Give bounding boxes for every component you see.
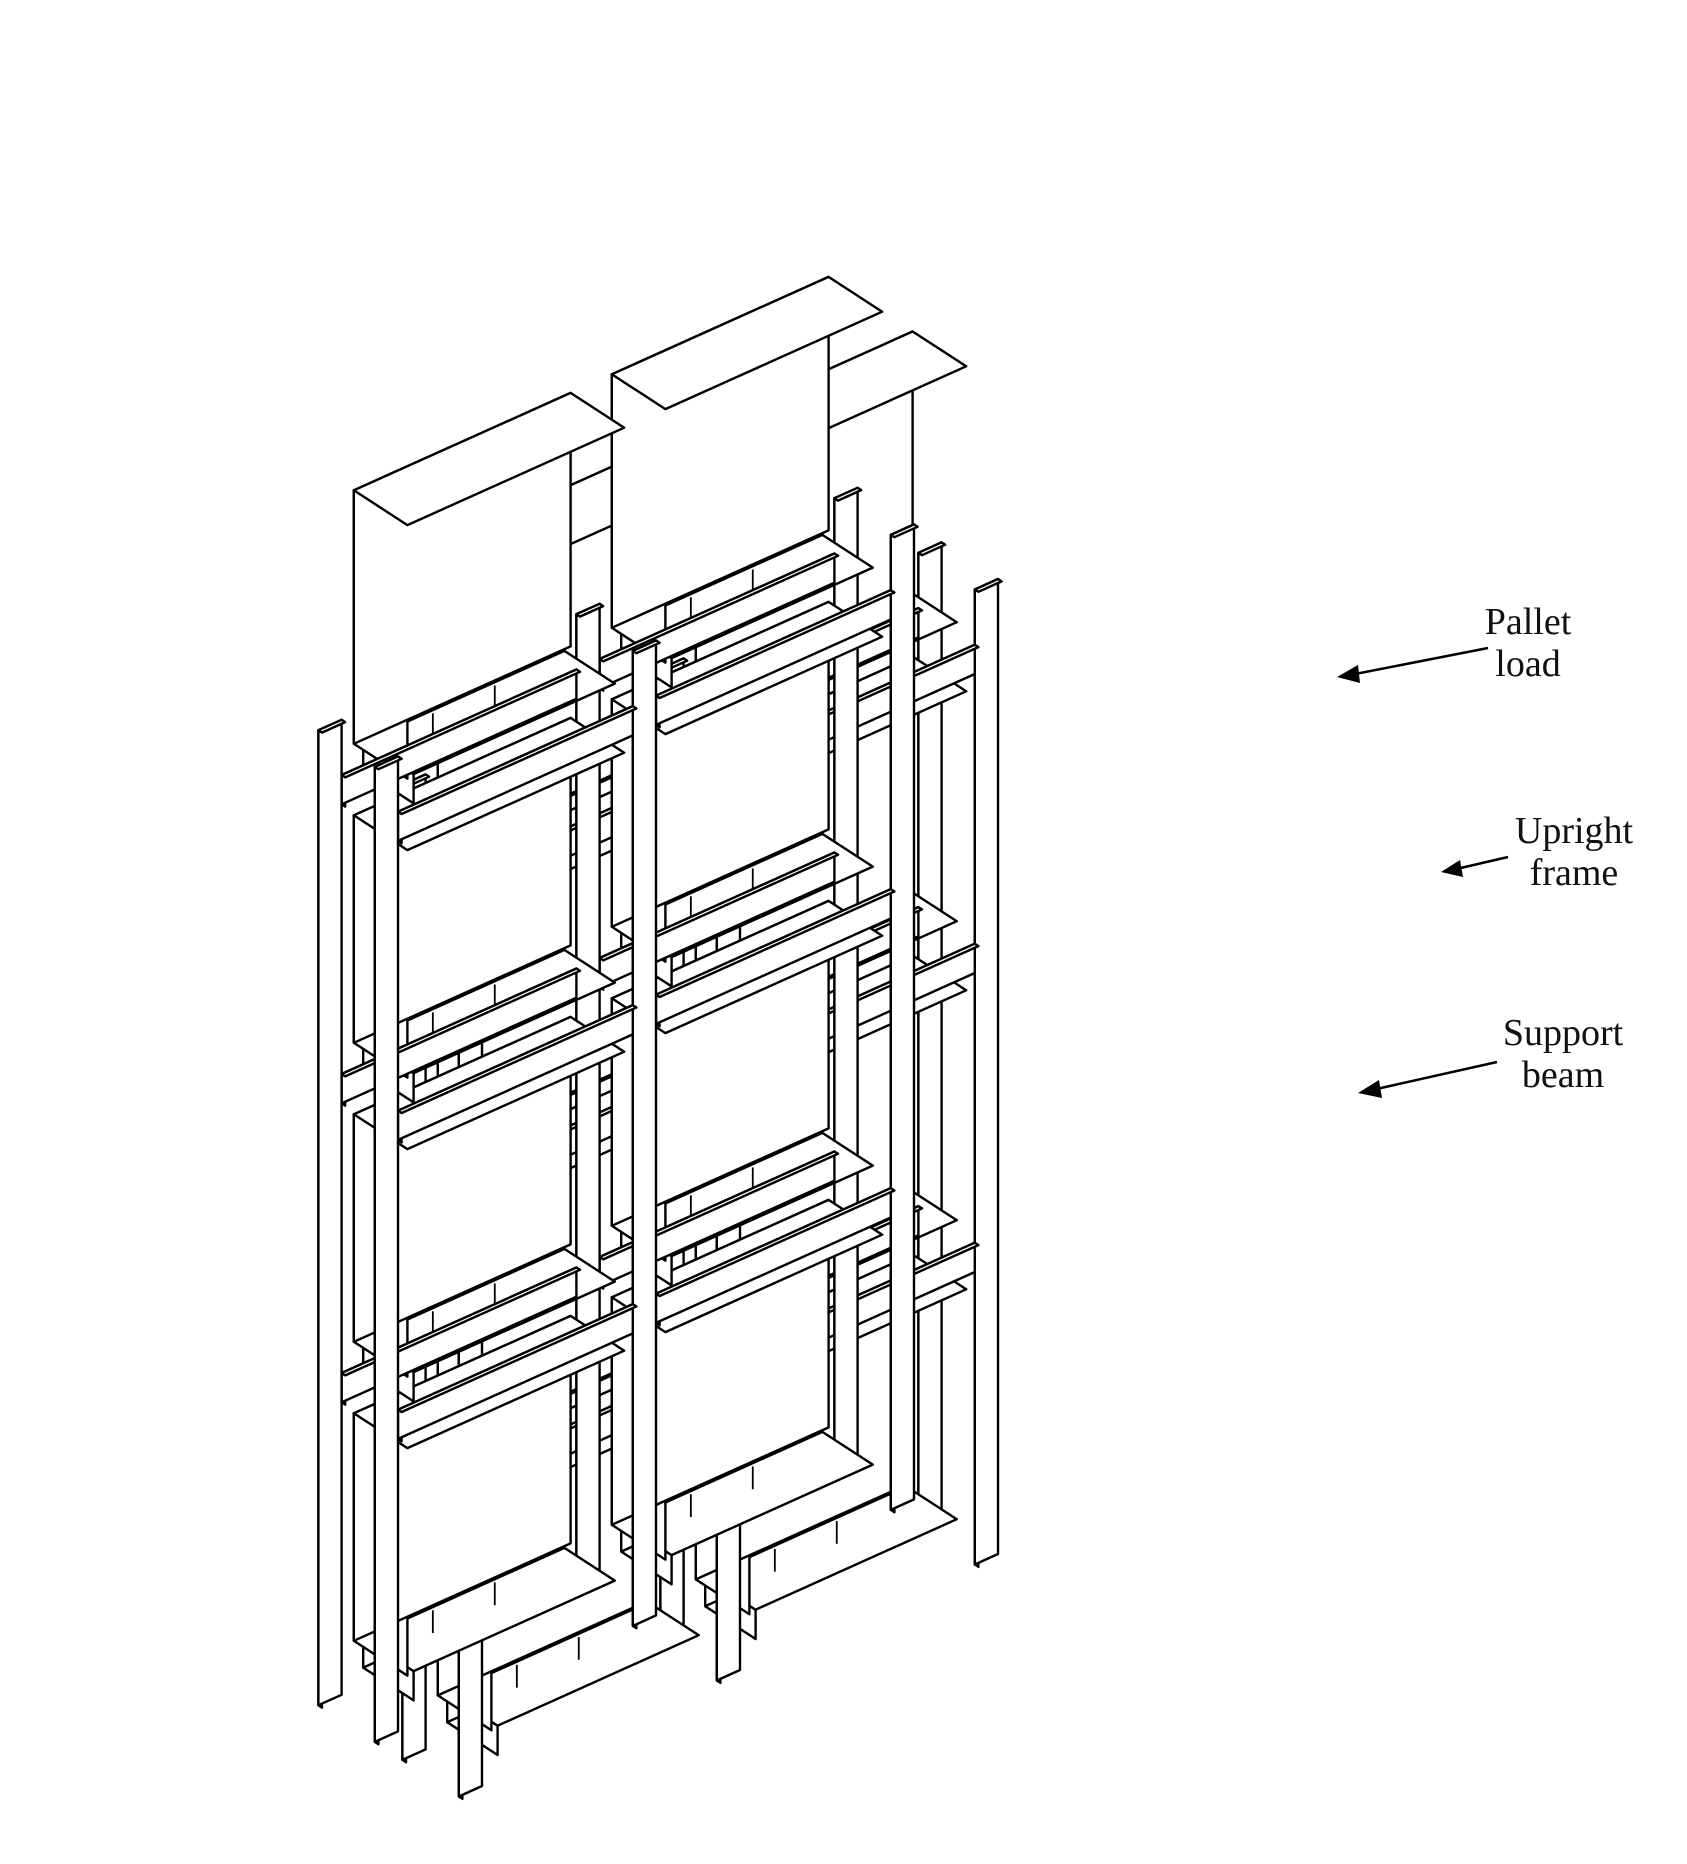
beam-top-face <box>654 1186 896 1298</box>
beam-top-face <box>654 588 896 700</box>
upright-top-face <box>575 602 605 618</box>
upright-front-face <box>631 639 658 1628</box>
upright-post <box>373 755 403 1746</box>
beam-top-face <box>598 851 840 962</box>
upright-top-face <box>317 718 347 734</box>
upright-post <box>889 523 919 1514</box>
beam-top-face <box>396 704 638 816</box>
upright-post <box>973 577 1003 1569</box>
upright-top-face <box>373 755 403 771</box>
upright-top-face <box>631 639 661 655</box>
carton-top-face <box>352 391 626 527</box>
beam-top-face <box>396 1302 638 1414</box>
label-pallet-load-line2: load <box>1495 643 1560 685</box>
beam-top-face <box>340 668 582 779</box>
beam-top-face <box>340 1266 582 1377</box>
callout-pallet-load: Pallet load <box>1337 601 1572 685</box>
upright-front-face <box>973 577 1000 1566</box>
pallet-load-arrow <box>1349 646 1489 677</box>
upright-front-face <box>317 718 343 1707</box>
beam-top-face <box>340 967 582 1078</box>
rack-artwork <box>317 275 1003 1801</box>
upright-post <box>631 639 661 1630</box>
support-beam-arrowhead <box>1358 1080 1382 1098</box>
label-upright-frame-line2: frame <box>1530 852 1619 894</box>
callout-upright-frame: Upright frame <box>1441 810 1634 894</box>
upright-post <box>317 718 347 1709</box>
callout-support-beam: Support beam <box>1358 1012 1624 1098</box>
label-support-beam-line1: Support <box>1503 1012 1624 1054</box>
support-beam-arrow <box>1371 1060 1498 1092</box>
beam-top-face <box>598 552 840 663</box>
pallet-load-arrowhead <box>1337 665 1360 683</box>
carton-top-face <box>610 275 884 411</box>
support-beam <box>340 967 582 1107</box>
upright-frame-arrowhead <box>1441 860 1463 877</box>
beam-top-face <box>598 1150 840 1261</box>
label-pallet-load-line1: Pallet <box>1485 601 1572 643</box>
label-upright-frame-line1: Upright <box>1515 810 1634 852</box>
beam-top-face <box>654 887 896 999</box>
upright-top-face <box>917 541 947 557</box>
upright-front-face <box>373 755 400 1744</box>
upright-top-face <box>833 486 863 502</box>
upright-top-face <box>973 577 1003 593</box>
upright-front-face <box>889 523 916 1512</box>
support-beam <box>654 1186 896 1327</box>
upright-top-face <box>889 523 919 539</box>
label-support-beam-line2: beam <box>1522 1054 1604 1096</box>
support-beam <box>654 588 896 729</box>
beam-top-face <box>396 1003 638 1115</box>
